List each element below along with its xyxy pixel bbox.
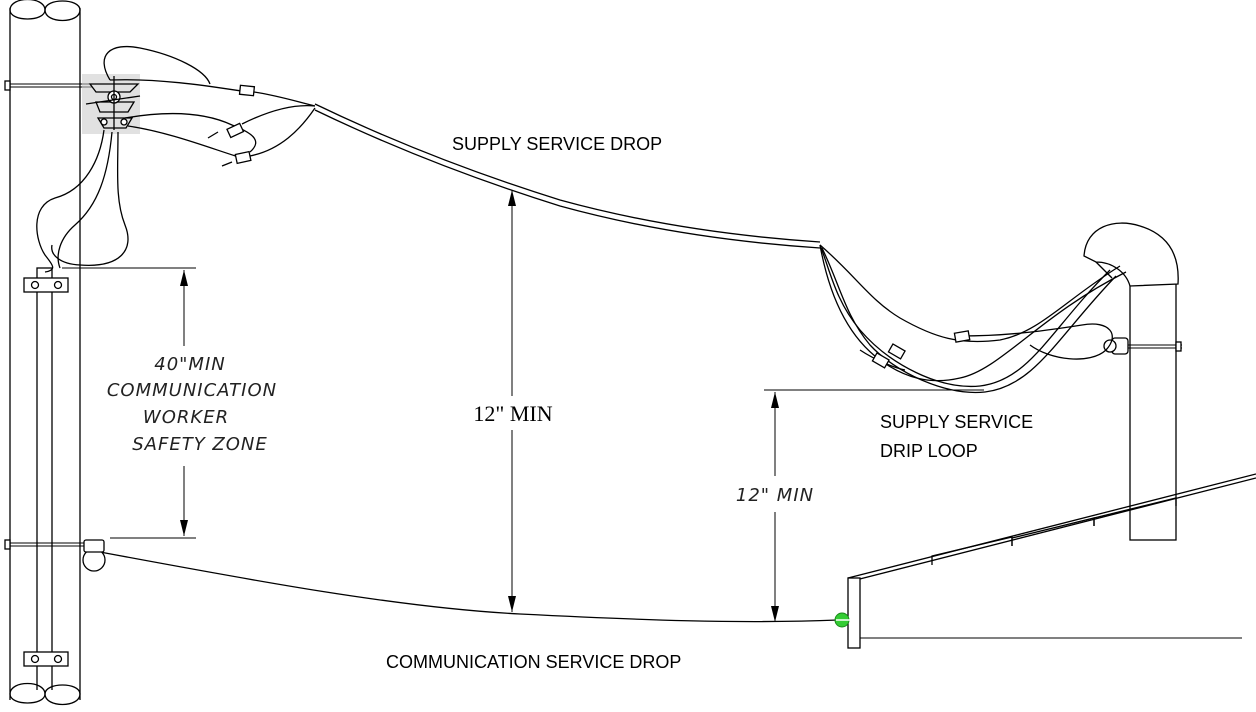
pole-service-conductors: [36, 46, 257, 273]
right-clearance-dimension: [764, 389, 984, 622]
safety-zone-label-line1: 40"MIN: [154, 354, 226, 375]
drip-loop-label-line1: SUPPLY SERVICE: [880, 412, 1033, 432]
pole-riser-conduit: [23, 267, 69, 690]
service-mast: [1083, 222, 1182, 541]
supply-service-drip-loop: [819, 244, 1127, 394]
safety-zone-label-line3: WORKER: [143, 407, 229, 428]
pole-top-hardware: [82, 74, 141, 134]
safety-zone-dimension: [62, 267, 196, 539]
communication-service-drop-label: COMMUNICATION SERVICE DROP: [386, 652, 681, 672]
communication-service-drop-cable: [82, 539, 850, 628]
right-clearance-label: 12" MIN: [736, 485, 814, 506]
roof: [847, 473, 1256, 649]
center-clearance-dimension: [508, 190, 516, 612]
pole-through-bolts: [4, 80, 92, 550]
drop-connector-sleeves: [207, 84, 316, 167]
center-clearance-label: 12" MIN: [473, 401, 552, 426]
safety-zone-label-line4: SAFETY ZONE: [132, 434, 268, 455]
utility-pole: [9, 0, 81, 706]
supply-service-drop-cable: [314, 103, 821, 249]
drip-loop-label-line2: DRIP LOOP: [880, 441, 978, 461]
supply-service-drop-label: SUPPLY SERVICE DROP: [452, 134, 662, 154]
safety-zone-label-line2: COMMUNICATION: [107, 380, 277, 401]
